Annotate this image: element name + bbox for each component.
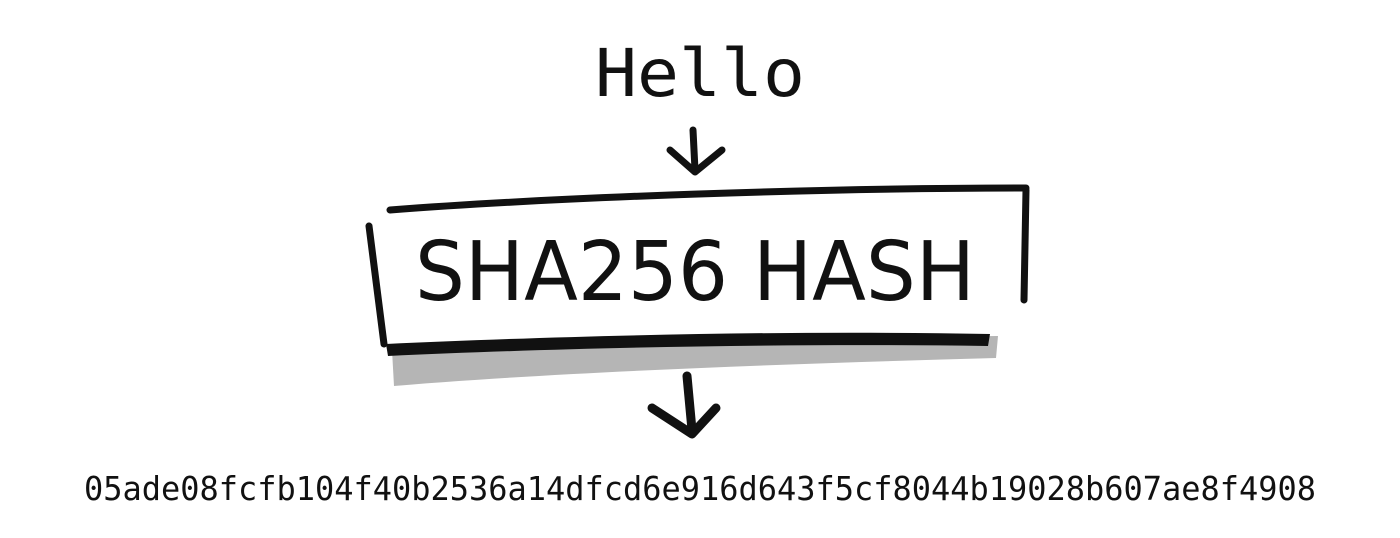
- arrow-down-icon: [666, 126, 726, 176]
- arrow-down-icon: [647, 371, 721, 439]
- hash-function-label: SHA256 HASH: [415, 225, 975, 320]
- input-text: Hello: [595, 35, 805, 112]
- box-bottom-stroke: [386, 332, 990, 356]
- output-hash: 05ade08fcfb104f40b2536a14dfcd6e916d643f5…: [84, 469, 1316, 508]
- hash-function-box: SHA256 HASH: [365, 184, 1030, 386]
